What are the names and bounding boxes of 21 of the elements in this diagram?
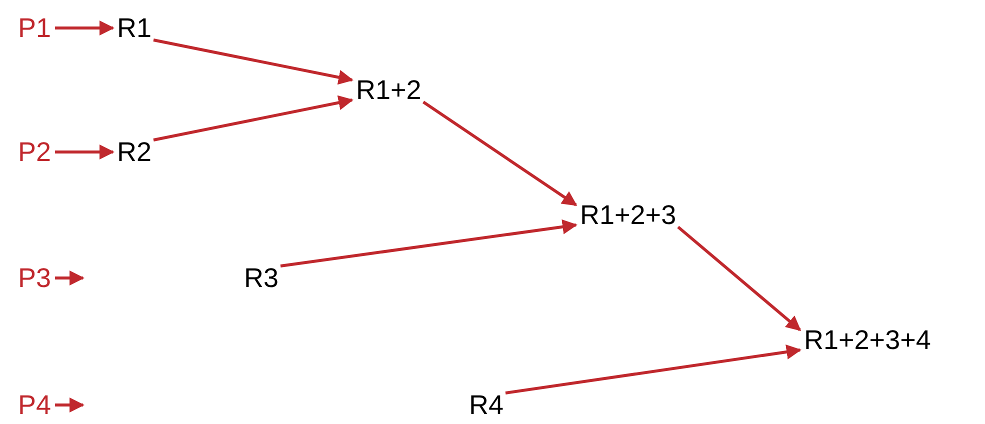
arrow <box>153 95 354 142</box>
node-label: R4 <box>469 389 504 421</box>
node-label: P4 <box>18 389 52 421</box>
arrow <box>55 398 85 412</box>
node-label: R1+2 <box>356 74 422 106</box>
arrow <box>280 219 578 268</box>
node-label: R1+2+3+4 <box>804 324 931 356</box>
node-label: P1 <box>18 12 52 44</box>
node-label: R1 <box>117 12 152 44</box>
node-label: P2 <box>18 136 52 168</box>
arrow <box>55 270 85 286</box>
node-label: R1+2+3 <box>580 199 676 231</box>
node-label: R3 <box>244 262 279 294</box>
node-label: R2 <box>117 136 152 168</box>
arrow <box>55 20 114 36</box>
arrow <box>677 226 802 332</box>
arrow <box>422 100 578 206</box>
arrow <box>505 344 802 394</box>
arrow <box>153 38 354 85</box>
arrow <box>55 144 114 160</box>
node-label: P3 <box>18 262 52 294</box>
